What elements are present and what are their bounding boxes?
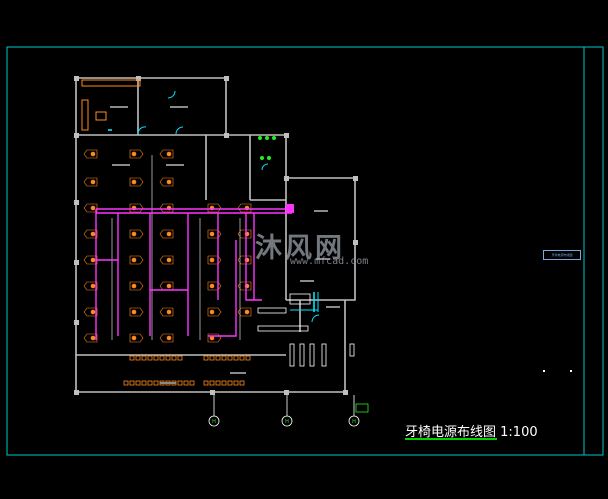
lobby-sofas (81, 79, 141, 131)
side-marks (543, 370, 572, 372)
dental-chair (207, 229, 222, 239)
waiting-seat (147, 355, 153, 361)
waiting-seat (159, 355, 165, 361)
waiting-seat (233, 380, 239, 386)
watermark-text: 沐风网 (255, 233, 345, 264)
dental-chair (237, 203, 252, 213)
dental-chair (207, 307, 222, 317)
drawing-frame (6, 46, 604, 456)
waiting-seat (227, 355, 233, 361)
axis-bubble-labels: H H H (212, 419, 356, 425)
waiting-seat (233, 355, 239, 361)
dental-chair (83, 149, 98, 159)
dental-chair (129, 333, 144, 343)
sheet-side-label: 牙椅电源布线图 (543, 250, 581, 260)
glass-partitions (108, 129, 315, 312)
dental-chair (129, 255, 144, 265)
drawing-title: 牙椅电源布线图 1:100 (405, 421, 538, 440)
drawing-scale: 1:100 (500, 425, 538, 440)
waiting-seat (245, 355, 251, 361)
waiting-seat (215, 355, 221, 361)
dental-chair (207, 333, 222, 343)
waiting-seat (123, 380, 129, 386)
waiting-seat (135, 380, 141, 386)
waiting-seat (203, 355, 209, 361)
watermark-url: www.mfcad.com (290, 256, 369, 267)
title-underline (405, 438, 497, 440)
power-wiring (95, 208, 292, 340)
power-panel (286, 204, 294, 213)
dental-chair (83, 177, 98, 187)
waiting-seat (135, 355, 141, 361)
axis-bubble-label: H (285, 419, 289, 425)
dental-chair (129, 149, 144, 159)
waiting-seat (183, 380, 189, 386)
waiting-seat (129, 380, 135, 386)
waiting-seat (177, 355, 183, 361)
grid-axes (213, 395, 355, 416)
dental-chair (83, 333, 98, 343)
waiting-seat (239, 355, 245, 361)
equipment-racks (257, 293, 355, 367)
dental-chair (129, 177, 144, 187)
dental-chair (129, 203, 144, 213)
waiting-seat (165, 355, 171, 361)
waiting-seat (147, 380, 153, 386)
waiting-seat (215, 380, 221, 386)
waiting-seat (221, 355, 227, 361)
dental-chair (129, 281, 144, 291)
dental-chair (83, 229, 98, 239)
dental-chair (207, 203, 222, 213)
dental-chair (159, 149, 174, 159)
structural-columns (74, 76, 358, 395)
waiting-seat (227, 380, 233, 386)
waiting-seat (239, 380, 245, 386)
plants (258, 136, 276, 160)
waiting-seat (141, 355, 147, 361)
dental-chair (207, 281, 222, 291)
waiting-seat (209, 355, 215, 361)
building-walls (75, 77, 356, 393)
waiting-seat (221, 380, 227, 386)
dental-chair (83, 281, 98, 291)
waiting-seats (123, 355, 251, 386)
dental-chair (159, 203, 174, 213)
axis-bubble-label: H (212, 419, 216, 425)
drawing-title-text: 牙椅电源布线图 (405, 425, 497, 440)
dental-chair (159, 177, 174, 187)
waiting-seat (153, 355, 159, 361)
waiting-seat (189, 380, 195, 386)
dental-chair (129, 307, 144, 317)
dental-chair (129, 229, 144, 239)
dental-chair (83, 307, 98, 317)
dental-chair (159, 307, 174, 317)
dental-chair (159, 255, 174, 265)
room-annotations (110, 106, 340, 384)
waiting-seat (209, 380, 215, 386)
dental-chair (159, 281, 174, 291)
dental-chair (159, 333, 174, 343)
waiting-seat (141, 380, 147, 386)
dental-chair (159, 229, 174, 239)
waiting-seat (177, 380, 183, 386)
north-marker (355, 403, 369, 413)
dental-chair (207, 255, 222, 265)
waiting-seat (203, 380, 209, 386)
waiting-seat (153, 380, 159, 386)
axis-bubbles (208, 415, 360, 427)
dental-chair (83, 255, 98, 265)
dental-chair (237, 307, 252, 317)
waiting-seat (171, 355, 177, 361)
axis-bubble-label: H (352, 419, 356, 425)
dental-chair (83, 203, 98, 213)
dental-chairs (83, 149, 252, 343)
waiting-seat (129, 355, 135, 361)
